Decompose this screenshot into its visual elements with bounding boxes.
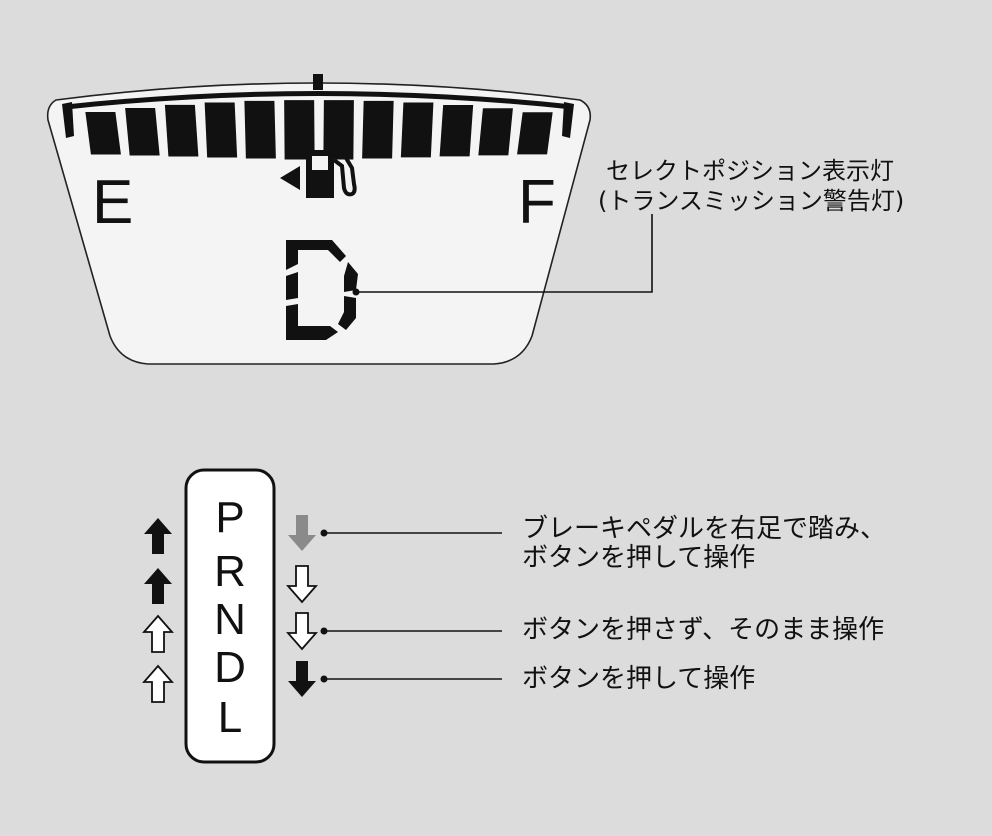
legend-gray-line-2: ボタンを押して操作 <box>522 543 756 573</box>
legend-outline-text: ボタンを押さず、そのまま操作 <box>522 615 885 645</box>
shift-position-d: D <box>214 643 246 692</box>
shift-position-r: R <box>214 547 246 596</box>
fuel-gauge-segment <box>204 102 238 158</box>
arrow-down-outline-icon <box>286 565 318 604</box>
shift-arrows <box>142 515 318 703</box>
fuel-gauge-segment <box>517 112 553 155</box>
triangle-left-icon <box>280 166 300 190</box>
gauge-empty-label: E <box>92 168 134 237</box>
legend-filled-text: ボタンを押して操作 <box>522 664 756 694</box>
callout-line-2: (トランスミッション警告灯) <box>598 187 905 215</box>
gauge-left-cap <box>62 102 74 138</box>
shift-position-p: P <box>215 493 245 542</box>
fuel-gauge-segment <box>323 100 354 160</box>
fuel-gauge-segments <box>85 100 553 160</box>
fuel-gauge-segment <box>244 100 276 159</box>
shift-gate-box <box>184 468 276 764</box>
fuel-pump-icon <box>306 150 357 198</box>
fuel-gauge-segment <box>164 104 199 157</box>
legend-gray-line-1: ブレーキペダルを右足で踏み、 <box>522 514 887 544</box>
arrow-down-outline-icon <box>286 612 318 651</box>
gauge-center-tick <box>313 74 323 90</box>
gauge-full-label: F <box>518 168 556 237</box>
arrow-up-filled-icon <box>144 518 172 554</box>
gauge-arc <box>65 91 573 110</box>
arrow-up-outline-icon <box>142 614 174 653</box>
fuel-gauge-segment <box>362 100 394 159</box>
shift-position-n: N <box>214 595 246 644</box>
fuel-gauge-segment <box>439 104 474 157</box>
fuel-gauge-segment <box>125 108 160 156</box>
arrow-down-gray-icon <box>288 515 316 551</box>
fuel-gauge-segment <box>478 108 513 156</box>
fuel-gauge-segment <box>284 100 315 160</box>
callout-leader-dot <box>352 288 360 296</box>
arrow-up-filled-icon <box>144 568 172 604</box>
legend-leader-dots <box>320 529 328 683</box>
arrow-down-filled-icon <box>288 661 316 697</box>
arrow-up-outline-icon <box>142 664 174 703</box>
fuel-gauge-segment <box>85 112 121 155</box>
callout-leader-line <box>356 214 653 293</box>
callout-line-1: セレクトポジション表示灯 <box>606 157 894 185</box>
gauge-right-cap <box>562 102 574 138</box>
legend-leaders <box>324 532 502 680</box>
fuel-gauge-segment <box>400 102 434 158</box>
shift-position-l: L <box>217 693 243 742</box>
gear-indicator-d-glyph <box>286 240 358 340</box>
